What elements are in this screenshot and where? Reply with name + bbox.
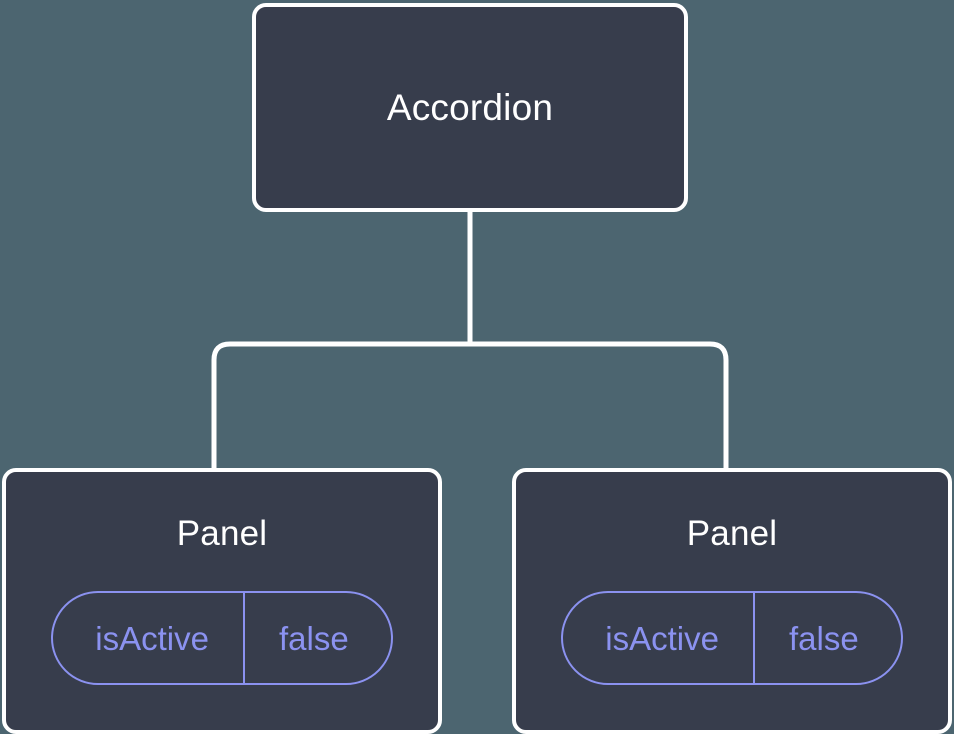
prop-pill-panel-2[interactable]: isActive false bbox=[561, 591, 903, 685]
tree-node-accordion[interactable]: Accordion bbox=[252, 3, 688, 212]
prop-value-panel-1: false bbox=[242, 593, 391, 683]
prop-key-panel-1: isActive bbox=[95, 619, 209, 657]
node-title-accordion: Accordion bbox=[386, 87, 554, 128]
tree-node-panel-2[interactable]: Panel isActive false bbox=[512, 468, 952, 734]
node-title-panel-2: Panel bbox=[686, 514, 778, 553]
prop-pill-panel-1[interactable]: isActive false bbox=[51, 591, 393, 685]
edge-to-panel-1 bbox=[211, 341, 470, 470]
prop-value-panel-2: false bbox=[752, 593, 901, 683]
prop-key-panel-2: isActive bbox=[605, 619, 719, 657]
tree-node-panel-1[interactable]: Panel isActive false bbox=[2, 468, 442, 734]
edge-to-panel-2 bbox=[470, 341, 729, 470]
node-title-panel-1: Panel bbox=[176, 514, 268, 553]
